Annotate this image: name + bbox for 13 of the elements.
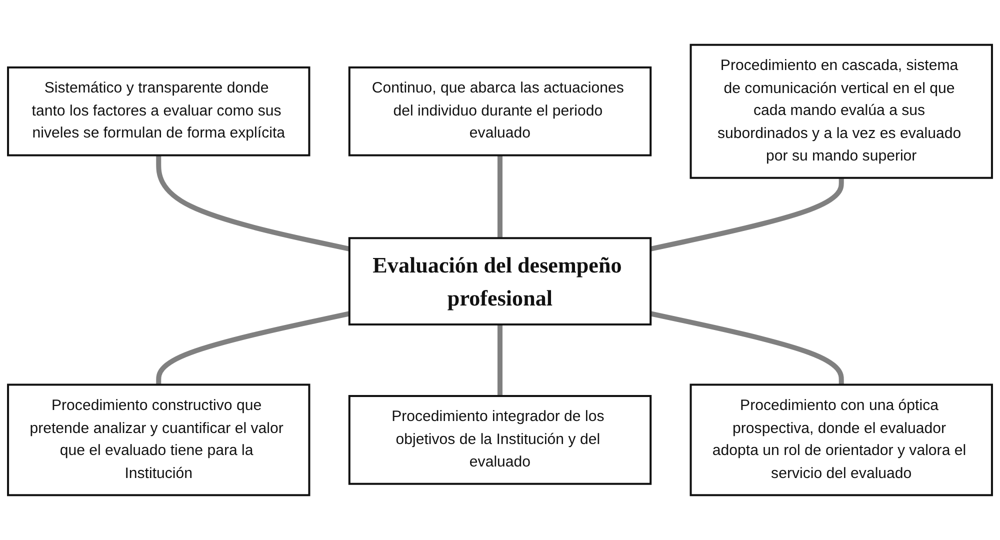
connector (156, 155, 350, 252)
node-box: Sistemático y transparente donde tanto los factores a evaluar como sus niveles se formulan de forma explícita (7, 66, 310, 156)
connector (498, 155, 502, 238)
node-box: Procedimiento constructivo que pretende analizar y cuantificar el valor que el evaluado tiene para la Institución (7, 384, 310, 496)
node-box: Procedimiento con una óptica prospectiva, donde el evaluador adopta un rol de orientador y valora el servicio del evaluado (690, 384, 993, 496)
node-box: Continuo, que abarca las actuaciones del individuo durante el periodo evaluado (348, 66, 652, 156)
node-box: Procedimiento integrador de los objetivos de la Institución y del evaluado (348, 395, 652, 485)
connector (650, 178, 844, 252)
node-box: Procedimiento en cascada, sistema de comunicación vertical en el que cada mando evalúa a sus subordinados y a la vez es evaluado por su mando superior (690, 44, 993, 179)
node-box: Evaluación del desempeño profesional (348, 237, 652, 326)
connector (650, 311, 844, 385)
connector (156, 311, 350, 385)
connector (498, 324, 502, 396)
